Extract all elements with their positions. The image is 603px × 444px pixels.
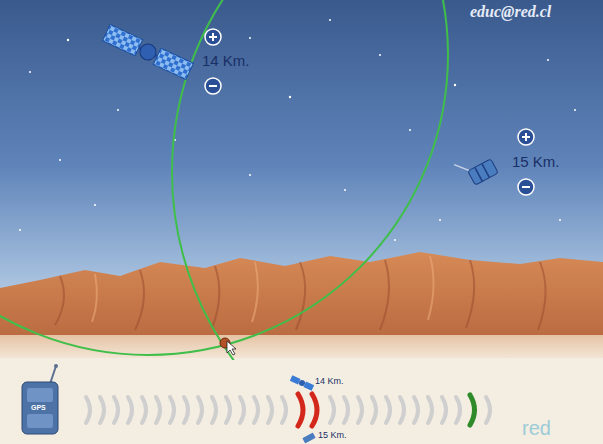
distance-label: 14 Km.: [315, 377, 344, 387]
plus-button: [518, 129, 534, 145]
distance-label: 15 Km.: [318, 431, 347, 441]
cursor: [227, 341, 236, 355]
gps-device: [22, 364, 58, 434]
mountain-highlights: [92, 256, 434, 322]
sky: [0, 0, 603, 300]
plain: [0, 335, 603, 360]
range-circle: [172, 0, 603, 360]
minus-button: [205, 78, 221, 94]
bottom-panel: [0, 358, 603, 444]
distance-label: 14 Km.: [202, 53, 250, 70]
mountains: [0, 252, 603, 345]
satellite: [454, 148, 498, 189]
watermark: red: [522, 417, 551, 439]
signal-arcs: [86, 394, 490, 426]
range-circles: [0, 0, 603, 360]
range-circle: [0, 0, 448, 355]
minus-button: [518, 179, 534, 195]
stars: [19, 19, 576, 241]
distance-label: 15 Km.: [512, 154, 560, 171]
watermark: educ@red.cl: [470, 3, 551, 21]
satellite: [103, 24, 194, 79]
mountain-shading: [55, 260, 546, 330]
mini-satellite: [290, 375, 314, 391]
mini-satellite: [302, 433, 315, 444]
plus-button: [205, 29, 221, 45]
device-label: GPS: [31, 404, 46, 412]
